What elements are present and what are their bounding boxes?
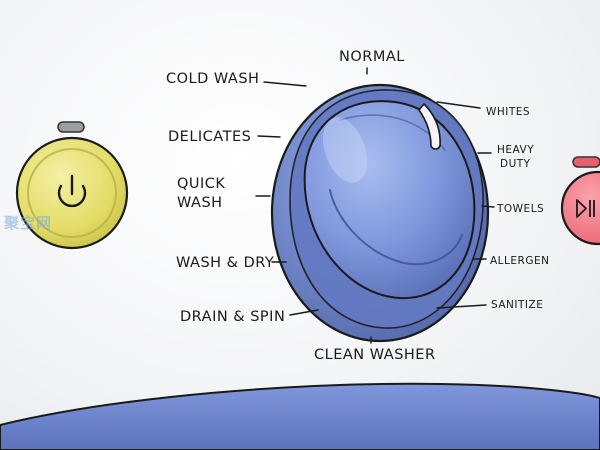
- cycle-label-quick-wash-line1[interactable]: QUICK: [177, 176, 225, 192]
- cycle-label-heavy-duty-line2[interactable]: DUTY: [500, 158, 531, 170]
- play-pause-icon: [576, 199, 595, 218]
- cycle-label-drain-spin[interactable]: DRAIN & SPIN: [180, 309, 285, 325]
- cycle-label-heavy-duty-line1[interactable]: HEAVY: [497, 144, 534, 156]
- cycle-label-normal[interactable]: NORMAL: [339, 49, 405, 65]
- cycle-label-clean-washer[interactable]: CLEAN WASHER: [314, 347, 436, 363]
- power-indicator-light: [57, 121, 85, 133]
- dial-knob-face: [303, 100, 476, 300]
- cycle-label-whites[interactable]: WHITES: [486, 106, 530, 118]
- power-button[interactable]: [15, 121, 129, 250]
- dial-pointer-ridge: [417, 102, 441, 150]
- cycle-label-allergen[interactable]: ALLERGEN: [490, 255, 549, 267]
- cycle-label-cold-wash[interactable]: COLD WASH: [166, 71, 259, 87]
- dial-tick-marks: [255, 67, 495, 344]
- start-indicator-light: [572, 156, 600, 168]
- power-icon: [57, 174, 87, 208]
- washer-lid-surface: [0, 382, 600, 450]
- cycle-label-delicates[interactable]: DELICATES: [168, 129, 251, 145]
- start-pause-button[interactable]: [560, 156, 600, 246]
- cycle-label-towels[interactable]: TOWELS: [496, 203, 544, 215]
- cycle-selector-dial[interactable]: [270, 83, 490, 343]
- cycle-label-sanitize[interactable]: SANITIZE: [491, 299, 543, 311]
- cycle-label-wash-dry[interactable]: WASH & DRY: [176, 255, 274, 271]
- cycle-label-quick-wash-line2[interactable]: WASH: [177, 195, 223, 211]
